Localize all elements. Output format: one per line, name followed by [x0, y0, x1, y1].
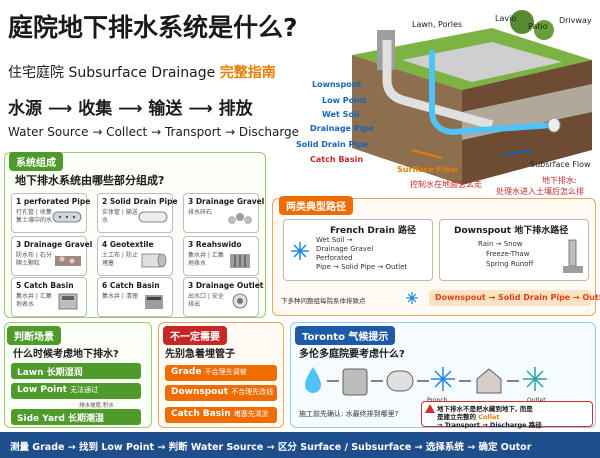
component-card: 5 Catch Basin 集水井 | 汇集地表水 — [11, 277, 87, 317]
not-needed-panel: 不一定需要 先别急着埋管子 Grade 不会理先调坡 Downspout 不合理… — [158, 322, 284, 428]
catch-basin-icon — [58, 293, 78, 310]
judge-item-side-yard: Side Yard 长期潮湿 — [11, 409, 141, 425]
warning-icon — [425, 404, 435, 413]
downspout-pipe-icon — [563, 239, 583, 273]
judge-question: 什么时候考虑地下排水? — [13, 349, 119, 360]
not-needed-item-catch-basin: Catch Basin 堵塞先清淤 — [165, 407, 277, 423]
subtitle-highlight: 完整指南 — [219, 65, 276, 81]
judge-low-point-sub: 排水坡度,积水 — [79, 403, 114, 409]
label-catch-basin: Catch Basin — [310, 155, 364, 164]
label-surface-flow: Surflace Flow — [397, 165, 458, 174]
geotextile-roll-icon — [141, 253, 167, 268]
frost-icon — [431, 367, 455, 391]
judge-item-lawn: Lawn 长期湿润 — [11, 363, 141, 379]
not-needed-question: 先别急着埋管子 — [165, 349, 235, 360]
label-driveway: Drivway — [559, 16, 592, 25]
gravel-icon — [228, 213, 252, 224]
components-question: 地下排水系统由哪些部分组成? — [15, 174, 165, 187]
label-solid-drain-pipe: Solid Drain Pipe — [296, 140, 369, 149]
gravel-bed-icon — [55, 256, 81, 266]
snowflake-icon — [291, 242, 309, 260]
solid-pipe-icon — [138, 211, 168, 223]
label-downspout: Lownspout — [312, 80, 362, 89]
french-drain-box: French Drain 路径 Wet Soil → Drainage Grav… — [283, 219, 433, 281]
subtitle-text: 住宅庭院 Subsurface Drainage — [8, 65, 216, 81]
component-card: 1 perforated Pipe 打孔管 | 收集 集土壤中的水 — [11, 193, 90, 233]
flow-chinese: 水源 ⟶ 收集 ⟶ 输送 ⟶ 排放 — [8, 99, 253, 119]
flow-english: Water Source → Collect → Transport → Dis… — [8, 125, 300, 139]
pipe-roll-icon — [386, 370, 414, 392]
judge-item-low-point: Low Point 无法通过 — [11, 383, 141, 399]
downspout-title: Downspout 地下排水路径 — [454, 226, 569, 236]
label-wet-soil: Wet Soil — [322, 110, 360, 119]
components-panel: 系统组成 地下排水系统由哪些部分组成? 1 perforated Pipe 打孔… — [4, 152, 266, 318]
key-warning-box: 地下排水不是把水藏到地下, 而是 是建立完整的 Collet → Transpo… — [421, 401, 593, 429]
toronto-ask: 施工前先确认: 水最终排到哪里? — [299, 410, 399, 418]
perforated-pipe-icon — [52, 211, 82, 223]
page-subtitle: 住宅庭院 Subsurface Drainage 完整指南 — [8, 62, 276, 82]
downspout-box: Downspout 地下排水路径 Rain → Snow Freeze-Thaw… — [439, 219, 589, 281]
components-tag: 系统组成 — [9, 152, 63, 171]
component-card: 2 Solid Drain Pipe 实体管 | 输送水 — [97, 193, 178, 233]
thaw-icon — [523, 367, 547, 391]
warn-subsurface-title: 地下排水: — [542, 176, 577, 185]
toronto-question: 多伦多庭院要考虑什么? — [299, 349, 405, 360]
label-drainage-pipe: Drainage Pipe — [310, 124, 374, 133]
component-card: 3 Reahswido 集水井 | 汇集地表水 — [183, 236, 259, 276]
french-drain-title: French Drain 路径 — [330, 226, 417, 236]
snowflake-small-icon — [406, 292, 418, 304]
paths-note: 下多种问题组每院系体排致点 — [281, 297, 366, 305]
not-needed-item-downspout: Downspout 不合理先改线 — [165, 385, 277, 401]
judge-panel: 判断场景 什么时候考虑地下排水? Lawn 长期湿润 Low Point 无法通… — [4, 322, 152, 428]
step-label-outlet: Outlet — [527, 397, 546, 404]
toronto-process-icons — [305, 367, 547, 396]
component-card: 3 Drainage Outlet 出水口 | 安全排出 — [183, 277, 263, 317]
toronto-tag: Toronto 气候提示 — [295, 326, 396, 345]
page-title: 庭院地下排水系统是什么? — [8, 13, 298, 42]
house-icon — [476, 368, 502, 394]
label-subsurface-flow: Subsrface Flow — [530, 160, 591, 169]
not-needed-tag: 不一定需要 — [163, 326, 227, 345]
step-label-pronch: Pronch — [427, 397, 447, 404]
component-card: 3 Drainage Gravel 排水碎石 — [183, 193, 264, 233]
water-drop-icon — [305, 367, 321, 393]
bottom-process-bar: 测量 Grade → 找到 Low Point → 判断 Water Sourc… — [0, 432, 600, 458]
label-patio: Patio — [528, 22, 548, 31]
gravel-bin-icon — [342, 368, 368, 396]
warn-subsurface-text: 处理水进入土壤后怎么排 — [496, 187, 584, 196]
paths-tag: 两类典型路径 — [279, 196, 353, 215]
drainage-cross-section-illustration: Lawn, Porles Lavio Patio Drivway Lownspo… — [292, 0, 600, 200]
label-lawn: Lawn, Porles — [412, 20, 463, 29]
cross-section-svg — [352, 10, 592, 185]
basin-box-icon — [145, 295, 163, 309]
drainage-outlet-icon — [232, 293, 248, 309]
catch-basin-grate-icon — [230, 254, 250, 268]
component-card: 6 Catch Basin 集水井 | 清理 — [97, 277, 173, 317]
downspout-flow-banner: Downspout → Solid Drain Pipe → Outlet — [429, 290, 600, 306]
judge-tag: 判断场景 — [7, 326, 61, 345]
label-low-point: Low Point — [322, 96, 367, 105]
label-lavio: Lavio — [495, 14, 517, 23]
toronto-panel: Toronto 气候提示 多伦多庭院要考虑什么? Pronch Outlet 施… — [290, 322, 596, 429]
paths-panel: 两类典型路径 French Drain 路径 Wet Soil → Draina… — [272, 196, 600, 316]
component-card: 4 Geotextile 土工布 | 防止堵塞 — [97, 236, 173, 276]
component-card: 3 Drainage Gravel 防水布 | 石分隔土颗粒 — [11, 236, 92, 276]
warn-surface-text: 控制水在地面怎么走 — [410, 180, 482, 189]
not-needed-item-grade: Grade 不会理先调坡 — [165, 365, 277, 381]
